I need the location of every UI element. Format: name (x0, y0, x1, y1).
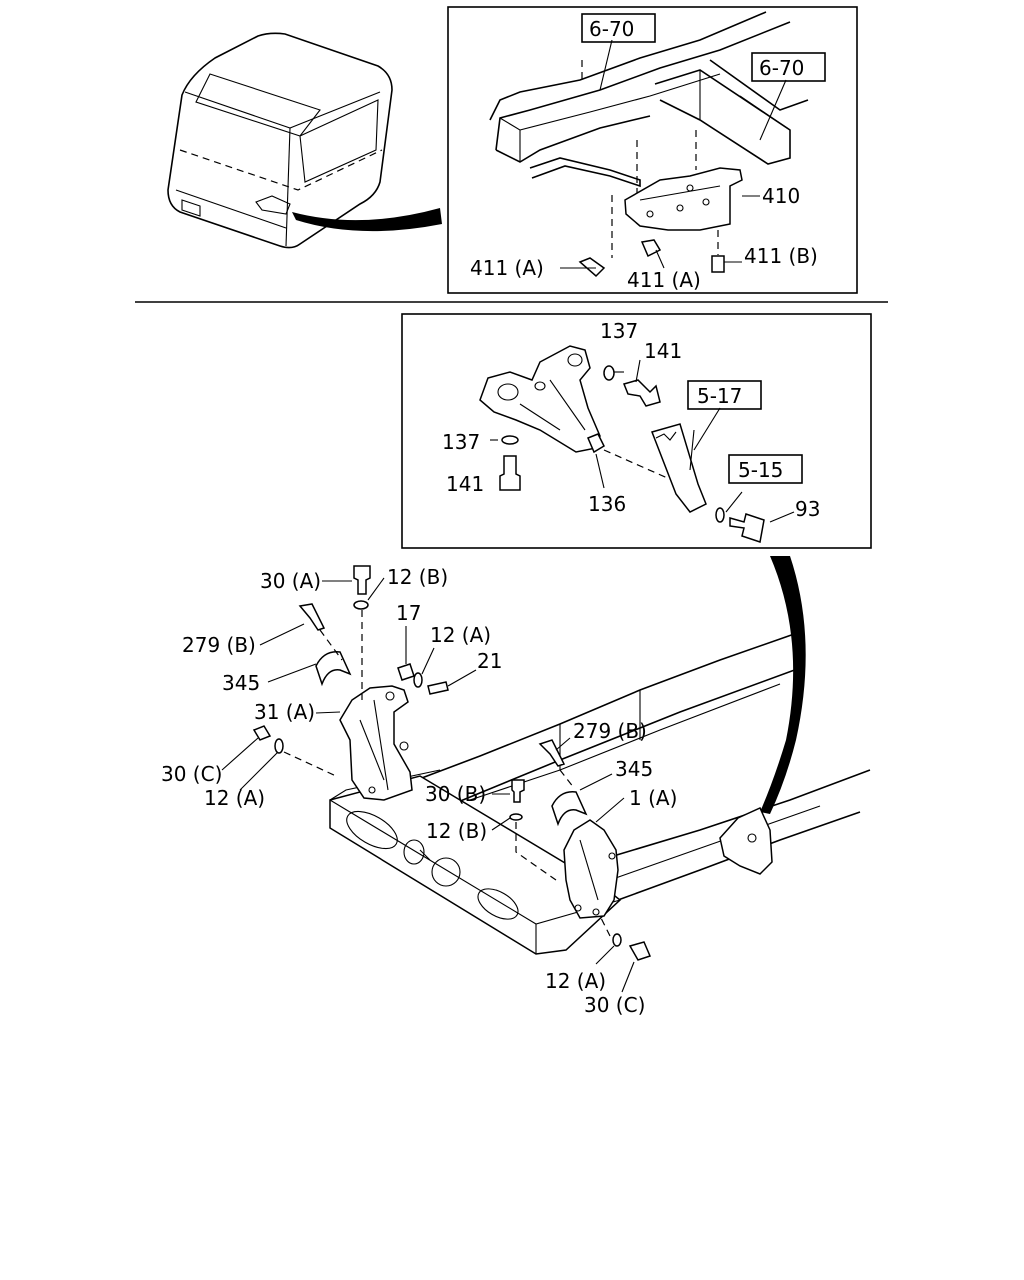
nut-17 (397, 663, 415, 681)
washer-12a-top (413, 672, 423, 688)
inset-box-middle (401, 313, 872, 549)
label-93: 93 (795, 497, 820, 521)
washer-93 (715, 507, 725, 523)
label-ref-5-17: 5-17 (697, 384, 742, 408)
washer-137-left (501, 435, 519, 445)
label-345-right: 345 (615, 757, 653, 781)
rear-mount (719, 807, 773, 875)
label-21: 21 (477, 649, 502, 673)
label-17: 17 (396, 601, 421, 625)
clamp-345-right (551, 791, 588, 827)
label-411b: 411 (B) (744, 244, 818, 268)
label-411a-left: 411 (A) (470, 256, 544, 280)
washer-12b-mid (509, 813, 523, 821)
bolt-141-top (622, 379, 661, 407)
inset-engine-mount (401, 313, 872, 549)
engine-mount-bracket-31a (339, 685, 413, 801)
ref-box-6-70-a (581, 13, 656, 43)
washer-12a-bottom (612, 933, 622, 947)
label-30c-bottom: 30 (C) (584, 993, 645, 1017)
bolt-93 (729, 513, 765, 543)
inset-box-top (447, 6, 858, 294)
bolt-279b-right (538, 739, 566, 767)
label-12b-mid: 12 (B) (426, 819, 487, 843)
label-141-left: 141 (446, 472, 484, 496)
label-ref-6-70-a: 6-70 (589, 17, 634, 41)
label-410: 410 (762, 184, 800, 208)
clamp-345-left (315, 651, 352, 687)
bolt-279b-left (298, 603, 326, 631)
label-279b-right: 279 (B) (573, 719, 647, 743)
label-411a-mid: 411 (A) (627, 268, 701, 292)
mount-bracket-136 (479, 345, 601, 453)
bolt-411a-left (578, 257, 606, 278)
label-141-top: 141 (644, 339, 682, 363)
label-12b-top: 12 (B) (387, 565, 448, 589)
label-136: 136 (588, 492, 626, 516)
washer-12a-left (274, 738, 284, 754)
label-137-top: 137 (600, 319, 638, 343)
truck-cab-illustration (167, 32, 442, 249)
label-30c-left: 30 (C) (161, 762, 222, 786)
bolt-30c-bottom (628, 941, 652, 961)
label-ref-6-70-b: 6-70 (759, 56, 804, 80)
bolt-30c-left (252, 725, 272, 741)
ref-box-5-17 (687, 380, 762, 410)
label-279b-left: 279 (B) (182, 633, 256, 657)
bolt-411b (711, 255, 725, 273)
label-1a: 1 (A) (629, 786, 677, 810)
callout-arrow (760, 556, 806, 814)
label-137-left: 137 (442, 430, 480, 454)
label-30b: 30 (B) (425, 782, 486, 806)
frame-assembly (221, 565, 871, 993)
inset-frame-bracket (447, 6, 858, 294)
washer-12b-top (353, 600, 369, 610)
label-12a-bottom: 12 (A) (545, 969, 606, 993)
bracket-410 (624, 167, 743, 231)
bolt-411a-mid (640, 239, 662, 258)
bracket-5-17 (651, 423, 707, 513)
label-ref-5-15: 5-15 (738, 458, 783, 482)
bolt-30b (511, 779, 525, 803)
label-30a: 30 (A) (260, 569, 321, 593)
label-345-left: 345 (222, 671, 260, 695)
label-12a-top: 12 (A) (430, 623, 491, 647)
label-12a-left: 12 (A) (204, 786, 265, 810)
stud-21 (427, 681, 449, 695)
crossmember (329, 775, 622, 955)
engine-mount-bracket-1a (563, 819, 619, 919)
ref-box-6-70-b (751, 52, 826, 82)
bolt-141-left (499, 455, 521, 491)
stud-136 (587, 433, 605, 454)
ref-box-5-15 (728, 454, 803, 484)
label-31a: 31 (A) (254, 700, 315, 724)
bolt-30a (353, 565, 371, 595)
washer-137-top (603, 365, 615, 381)
